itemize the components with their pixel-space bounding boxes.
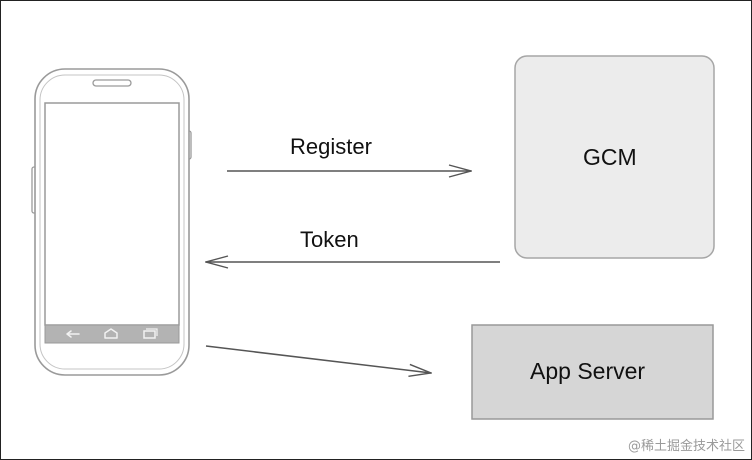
app-server-box — [471, 324, 714, 420]
app-server-label: App Server — [530, 358, 646, 384]
app-server-arrow — [205, 345, 431, 373]
register-label: Register — [290, 134, 372, 159]
watermark: @稀土掘金技术社区 — [627, 439, 745, 454]
token-label: Token — [300, 227, 359, 252]
phone-icon — [31, 68, 192, 376]
home-icon — [104, 328, 118, 339]
back-icon — [66, 330, 80, 338]
gcm-box — [514, 55, 715, 259]
recent-apps-icon — [143, 328, 158, 339]
gcm-label: GCM — [583, 144, 637, 170]
